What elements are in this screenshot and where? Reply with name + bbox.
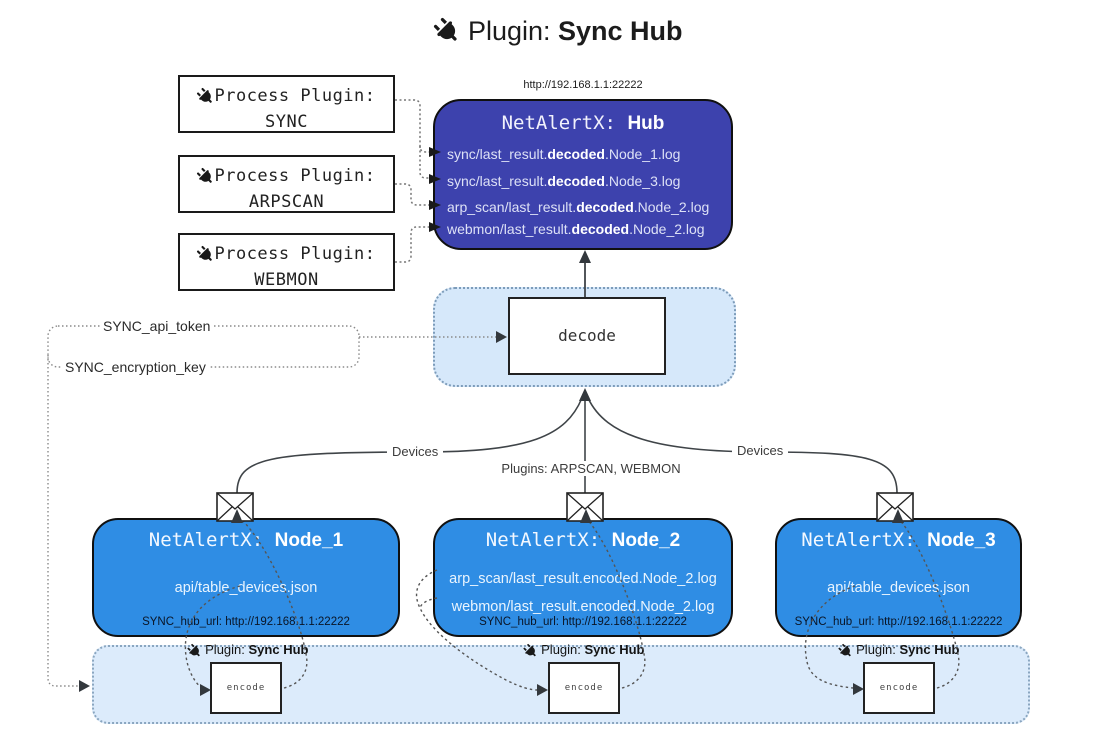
node-payload-line: arp_scan/last_result.encoded.Node_2.log <box>449 571 717 587</box>
node-hub-url: SYNC_hub_url: http://192.168.1.1:22222 <box>142 616 350 628</box>
encode-box[interactable]: encode <box>548 662 620 714</box>
plugins-label-middle: Plugins: ARPSCAN, WEBMON <box>480 461 702 476</box>
node-box-node2[interactable]: NetAlertX: Node_2 arp_scan/last_result.e… <box>433 518 733 637</box>
hub-title-prefix: NetAlertX: <box>501 112 628 134</box>
plugin-to-hub-connectors <box>395 99 429 263</box>
devices-curves <box>236 397 898 494</box>
plug-icon <box>836 641 856 661</box>
hub-log-line: webmon/last_result.decoded.Node_2.log <box>447 221 705 237</box>
process-plugin-label: Process Plugin: <box>214 166 376 186</box>
devices-label-right: Devices <box>732 443 789 458</box>
encode-plugin-label: Plugin: Sync Hub <box>521 641 644 661</box>
node-payload-line: webmon/last_result.encoded.Node_2.log <box>451 599 715 615</box>
node-title-name: Node_3 <box>927 530 996 551</box>
node-hub-url: SYNC_hub_url: http://192.168.1.1:22222 <box>794 616 1003 628</box>
plug-icon <box>521 641 541 661</box>
envelope-icon <box>566 492 604 522</box>
node-title-prefix: NetAlertX: <box>148 529 275 551</box>
sync-api-token-label: SYNC_api_token <box>100 318 214 334</box>
node-box-node3[interactable]: NetAlertX: Node_3 api/table_devices.json… <box>775 518 1022 637</box>
process-plugin-name: ARPSCAN <box>248 192 325 213</box>
node-title-prefix: NetAlertX: <box>801 529 928 551</box>
process-plugin-box-sync[interactable]: Process Plugin: SYNC <box>178 75 395 133</box>
process-plugin-label: Process Plugin: <box>214 86 376 106</box>
process-plugin-name: SYNC <box>265 112 308 133</box>
node-title-name: Node_2 <box>611 530 681 551</box>
process-plugin-label: Process Plugin: <box>214 244 376 264</box>
title-name: Sync Hub <box>558 16 683 46</box>
process-plugin-box-arpscan[interactable]: Process Plugin: ARPSCAN <box>178 155 395 213</box>
process-plugin-box-webmon[interactable]: Process Plugin: WEBMON <box>178 233 395 291</box>
envelope-icons <box>216 492 914 522</box>
page-title: Plugin: Sync Hub <box>0 16 1117 47</box>
encode-plugin-label: Plugin: Sync Hub <box>836 641 959 661</box>
envelope-icon <box>876 492 914 522</box>
decode-box[interactable]: decode <box>508 297 666 375</box>
title-prefix: Plugin: <box>467 16 559 46</box>
hub-title-name: Hub <box>627 113 665 134</box>
hub-url-label: http://192.168.1.1:22222 <box>523 79 643 91</box>
encode-plugin-label: Plugin: Sync Hub <box>185 641 308 661</box>
node-box-node1[interactable]: NetAlertX: Node_1 api/table_devices.json… <box>92 518 400 637</box>
encode-box[interactable]: encode <box>210 662 282 714</box>
node-title-name: Node_1 <box>274 530 344 551</box>
node-title-prefix: NetAlertX: <box>485 529 612 551</box>
envelope-icon <box>216 492 254 522</box>
key-to-encode-panel-arrow-icon <box>79 680 90 692</box>
hub-log-line: arp_scan/last_result.decoded.Node_2.log <box>447 199 710 215</box>
sync-encryption-key-label: SYNC_encryption_key <box>62 359 209 375</box>
encode-box[interactable]: encode <box>863 662 935 714</box>
hub-box[interactable]: NetAlertX: Hub sync/last_result.decoded.… <box>433 99 733 250</box>
node-payload-line: api/table_devices.json <box>827 580 970 596</box>
process-plugin-name: WEBMON <box>254 270 319 291</box>
plug-icon <box>429 13 466 50</box>
node-payload-line: api/table_devices.json <box>174 580 318 596</box>
node-hub-url: SYNC_hub_url: http://192.168.1.1:22222 <box>479 616 687 628</box>
devices-label-left: Devices <box>387 444 444 459</box>
to-decode-arrow-icon <box>579 388 591 401</box>
hub-log-line: sync/last_result.decoded.Node_3.log <box>447 173 681 189</box>
plug-icon <box>185 641 205 661</box>
hub-log-line: sync/last_result.decoded.Node_1.log <box>447 146 681 162</box>
